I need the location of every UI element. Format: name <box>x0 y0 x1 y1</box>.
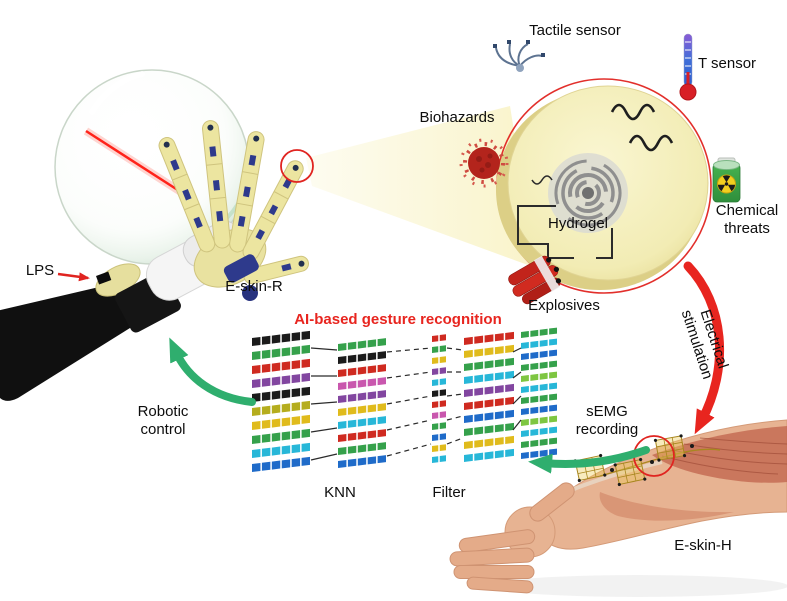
semg-recording-label: sEMG recording <box>576 403 639 439</box>
semg-recording-line2: recording <box>575 421 639 438</box>
electrical-stimulation-arrow <box>683 261 725 435</box>
neural-network <box>252 327 558 472</box>
spiral-electrode <box>548 153 628 233</box>
lps-label: LPS <box>25 262 55 279</box>
dynamite-icon <box>508 255 562 305</box>
filter-label: Filter <box>432 484 466 501</box>
semg-recording-arrow <box>528 446 650 474</box>
hydrogel-sensor-disc <box>496 78 712 294</box>
network-layer-2 <box>338 338 386 468</box>
serpentine-traces <box>610 103 674 152</box>
lps-pointer-arrow <box>57 272 90 282</box>
glove-thumb <box>243 255 309 285</box>
chemical-threats-line1: Chemical <box>715 202 779 219</box>
lps-sensor-chip <box>96 271 112 285</box>
robotic-control-arrow <box>169 337 256 406</box>
hydrogel-label: Hydrogel <box>547 215 609 232</box>
network-connections <box>310 347 522 461</box>
tactile-sensor-icon <box>493 40 545 72</box>
chemical-threats-line2: threats <box>724 220 770 237</box>
hand <box>449 482 575 594</box>
wrist-connector <box>242 285 258 301</box>
t-sensor-label: T sensor <box>697 55 757 72</box>
chemical-threats-label: Chemical threats <box>716 202 779 238</box>
e-skin-h-label: E-skin-H <box>674 537 732 554</box>
explosives-label: Explosives <box>528 297 600 314</box>
network-layer-4 <box>464 331 515 462</box>
network-layer-5 <box>521 327 558 459</box>
ai-gesture-recognition-title: AI-based gesture recognition <box>294 311 502 328</box>
virus-icon <box>459 138 509 188</box>
robotic-control-label: Robotic control <box>138 403 189 439</box>
glove-finger <box>158 137 216 253</box>
chemical-canister-icon <box>712 157 741 203</box>
knn-label: KNN <box>324 484 356 501</box>
fingertip-highlight-circle <box>280 149 314 183</box>
robotic-control-line1: Robotic <box>137 403 189 420</box>
biohazards-label: Biohazards <box>419 109 495 126</box>
network-layer-1 <box>252 330 311 472</box>
laser-beam <box>83 127 187 198</box>
glove-finger <box>229 131 265 253</box>
robotic-arm <box>0 120 309 401</box>
magnifier-cone <box>306 106 536 268</box>
thermometer-icon <box>679 33 697 101</box>
electrode-traces <box>517 175 613 259</box>
tactile-sensor-label: Tactile sensor <box>529 22 621 39</box>
forearm <box>449 419 787 597</box>
network-layer-3 <box>432 334 446 463</box>
semg-recording-line1: sEMG <box>586 403 628 420</box>
e-skin-r-label: E-skin-R <box>225 278 283 295</box>
actuator-module <box>223 254 259 283</box>
muscle-upper <box>652 426 787 483</box>
robotic-control-line2: control <box>140 421 186 438</box>
glove-finger <box>202 120 231 249</box>
